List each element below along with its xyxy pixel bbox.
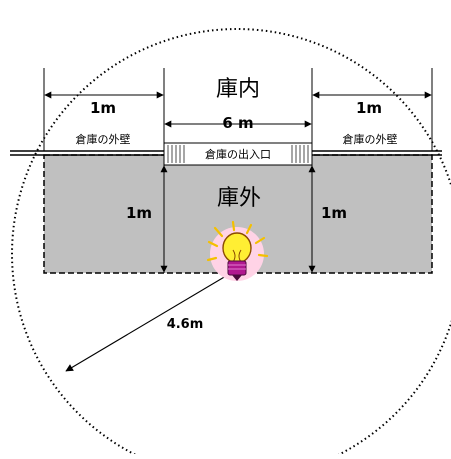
coverage-circle bbox=[11, 28, 451, 459]
inner-width-label: 6 m bbox=[222, 114, 253, 132]
outside-label: 庫外 bbox=[217, 186, 261, 211]
right-depth-label: 1m bbox=[321, 204, 347, 222]
warehouse-wall-left bbox=[10, 150, 164, 156]
left-width-label: 1m bbox=[90, 99, 116, 117]
radius-arrow bbox=[65, 275, 227, 372]
inside-label: 庫内 bbox=[216, 77, 260, 102]
lightbulb-icon bbox=[206, 220, 269, 281]
left-wall-label: 倉庫の外壁 bbox=[76, 132, 131, 146]
warehouse-wall-right bbox=[312, 150, 442, 156]
right-wall-label: 倉庫の外壁 bbox=[343, 132, 398, 146]
right-width-label: 1m bbox=[356, 99, 382, 117]
doorway-label: 倉庫の出入口 bbox=[205, 147, 271, 161]
left-depth-label: 1m bbox=[126, 204, 152, 222]
radius-label: 4.6m bbox=[167, 317, 204, 332]
doorway-box bbox=[163, 142, 313, 166]
